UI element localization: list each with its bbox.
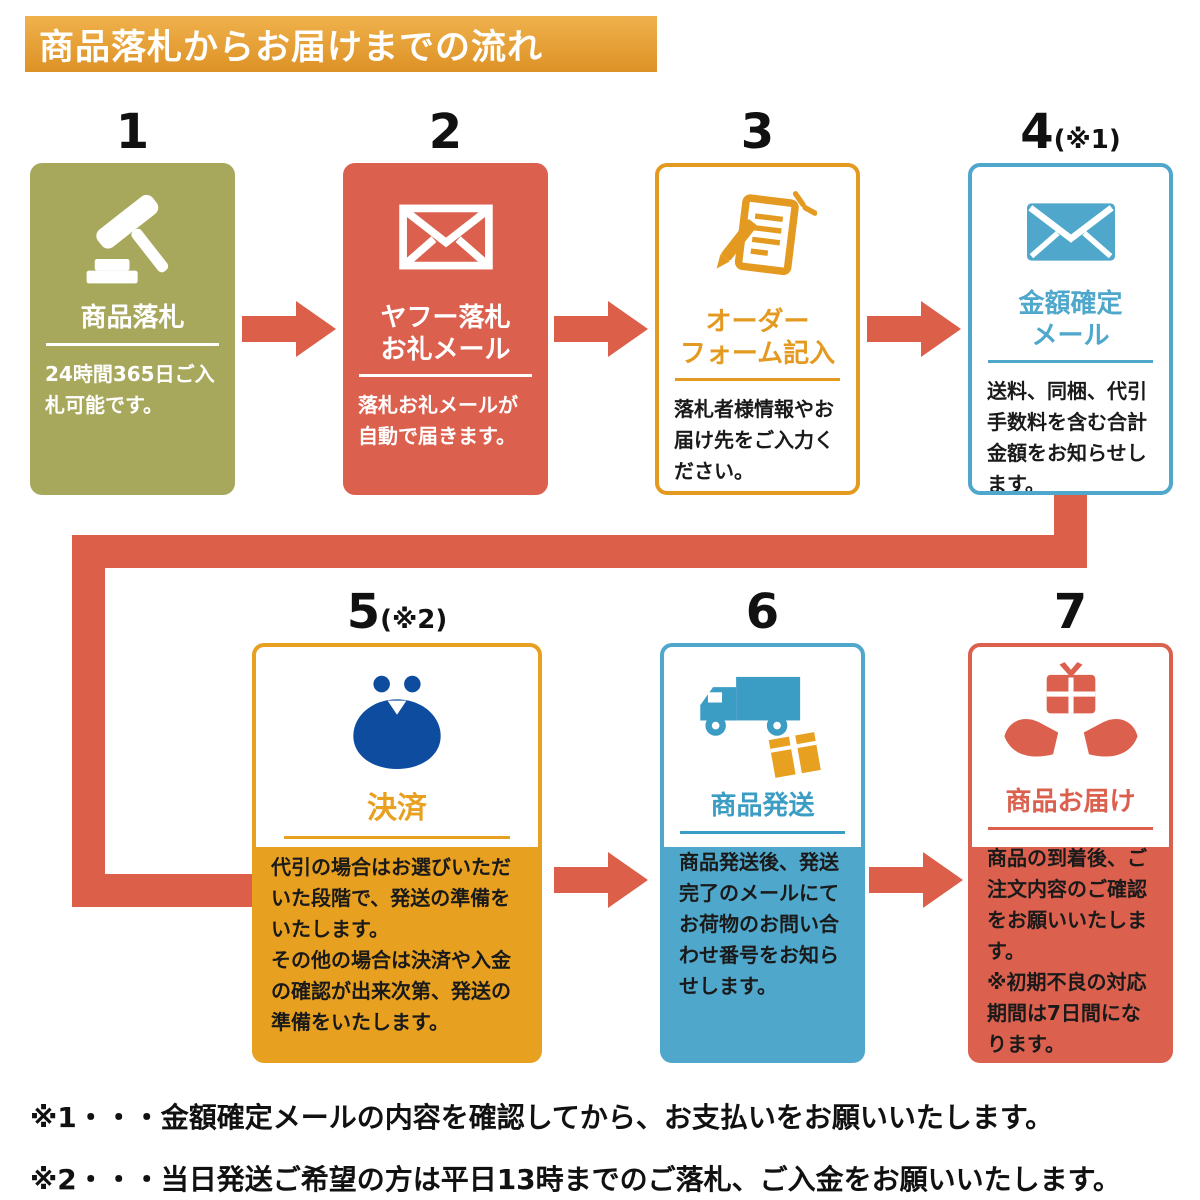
step-number-value: 5 <box>346 584 381 640</box>
step-title: 商品落札 <box>46 303 219 346</box>
step-title: 決済 <box>284 791 510 839</box>
footnotes: ※1・・・金額確定メールの内容を確認してから、お支払いをお願いいたします。 ※2… <box>30 1096 1180 1200</box>
step-number: 6 <box>660 585 865 643</box>
step-title: オーダー フォーム記入 <box>674 307 841 382</box>
step-body: 24時間365日ご入札可能です。 <box>45 361 215 417</box>
step-number-suffix: (※2) <box>380 605 448 635</box>
gavel-icon <box>30 163 235 301</box>
arrow-right-icon <box>869 852 963 908</box>
step-card: 商品お届け 商品の到着後、ご注文内容のご確認をお願いいたします。 ※初期不良の対… <box>968 643 1173 1063</box>
step-3: 3 オーダー フォーム記入 <box>655 105 860 495</box>
mail-solid-icon <box>972 167 1169 287</box>
step-number: 2 <box>343 105 548 163</box>
step-title: ヤフー落札 お礼メール <box>359 303 532 378</box>
step-title: 商品発送 <box>679 791 846 834</box>
step-2: 2 ヤフー落札 お礼メール 落札お礼メールが自動で届きます。 <box>343 105 548 495</box>
step-number: 7 <box>968 585 1173 643</box>
page-title: 商品落札からお届けまでの流れ <box>39 27 544 68</box>
connector-segment-into-step5 <box>72 874 260 907</box>
step-4: 4(※1) 金額確定 メール 送料、同梱、代引手数料を含む合計金額をお知らせしま… <box>968 105 1173 495</box>
step-card: 決済 代引の場合はお選びいただいた段階で、発送の準備をいたします。 その他の場合… <box>252 643 542 1063</box>
step-number-value: 6 <box>745 584 780 640</box>
coin-purse-icon <box>256 647 538 789</box>
footnote-1: ※1・・・金額確定メールの内容を確認してから、お支払いをお願いいたします。 <box>30 1101 1054 1134</box>
step-body: 送料、同梱、代引手数料を含む合計金額をお知らせします。 <box>987 379 1147 495</box>
step-6: 6 <box>660 585 865 1063</box>
delivery-truck-icon <box>664 647 861 789</box>
step-number: 1 <box>30 105 235 163</box>
footnote-2: ※2・・・当日発送ご希望の方は平日13時までのご落札、ご入金をお願いいたします。 <box>30 1163 1121 1196</box>
arrow-right-icon <box>242 301 336 357</box>
step-card: ヤフー落札 お礼メール 落札お礼メールが自動で届きます。 <box>343 163 548 495</box>
step-number-value: 7 <box>1053 584 1088 640</box>
step-body: 落札者様情報やお届け先をご入力ください。 <box>674 397 834 484</box>
step-body: 代引の場合はお選びいただいた段階で、発送の準備をいたします。 その他の場合は決済… <box>271 854 511 1034</box>
step-number-value: 2 <box>428 104 463 160</box>
arrow-right-icon <box>554 301 648 357</box>
step-card: オーダー フォーム記入 落札者様情報やお届け先をご入力ください。 <box>655 163 860 495</box>
step-card: 商品落札 24時間365日ご入札可能です。 <box>30 163 235 495</box>
step-body: 商品の到着後、ご注文内容のご確認をお願いいたします。 ※初期不良の対応期間は7日… <box>987 845 1147 1056</box>
step-number-value: 4 <box>1020 104 1054 160</box>
order-form-icon <box>659 167 856 305</box>
step-title: 金額確定 メール <box>987 289 1154 364</box>
arrow-right-icon <box>867 301 961 357</box>
step-7: 7 商品お届け 商品の到着後、ご注文内容のご確認をお願いいたします。 ※初期不良… <box>968 585 1173 1063</box>
step-number: 5(※2) <box>252 585 542 643</box>
step-5: 5(※2) 決済 代引の場合はお選びいただいた段階で、発送の準備をいたします。 … <box>252 585 542 1063</box>
step-number-value: 3 <box>740 104 775 160</box>
step-card: 商品発送 商品発送後、発送完了のメールにてお荷物のお問い合わせ番号をお知らせしま… <box>660 643 865 1063</box>
step-number-suffix: (※1) <box>1053 125 1121 155</box>
mail-outline-icon <box>343 163 548 301</box>
connector-segment-left-down <box>72 535 105 907</box>
step-1: 1 商品落札 24時間365日ご入札可能です。 <box>30 105 235 495</box>
step-number: 4(※1) <box>968 105 1173 163</box>
arrow-right-icon <box>554 852 648 908</box>
step-body: 商品発送後、発送完了のメールにてお荷物のお問い合わせ番号をお知らせします。 <box>679 849 839 998</box>
step-body: 落札お礼メールが自動で届きます。 <box>358 393 518 449</box>
step-number-value: 1 <box>115 104 150 160</box>
step-card: 金額確定 メール 送料、同梱、代引手数料を含む合計金額をお知らせします。 <box>968 163 1173 495</box>
hands-package-icon <box>972 647 1169 785</box>
step-title: 商品お届け <box>987 787 1154 830</box>
step-number: 3 <box>655 105 860 163</box>
connector-segment-across <box>72 535 1087 568</box>
page-title-banner: 商品落札からお届けまでの流れ <box>25 16 657 72</box>
